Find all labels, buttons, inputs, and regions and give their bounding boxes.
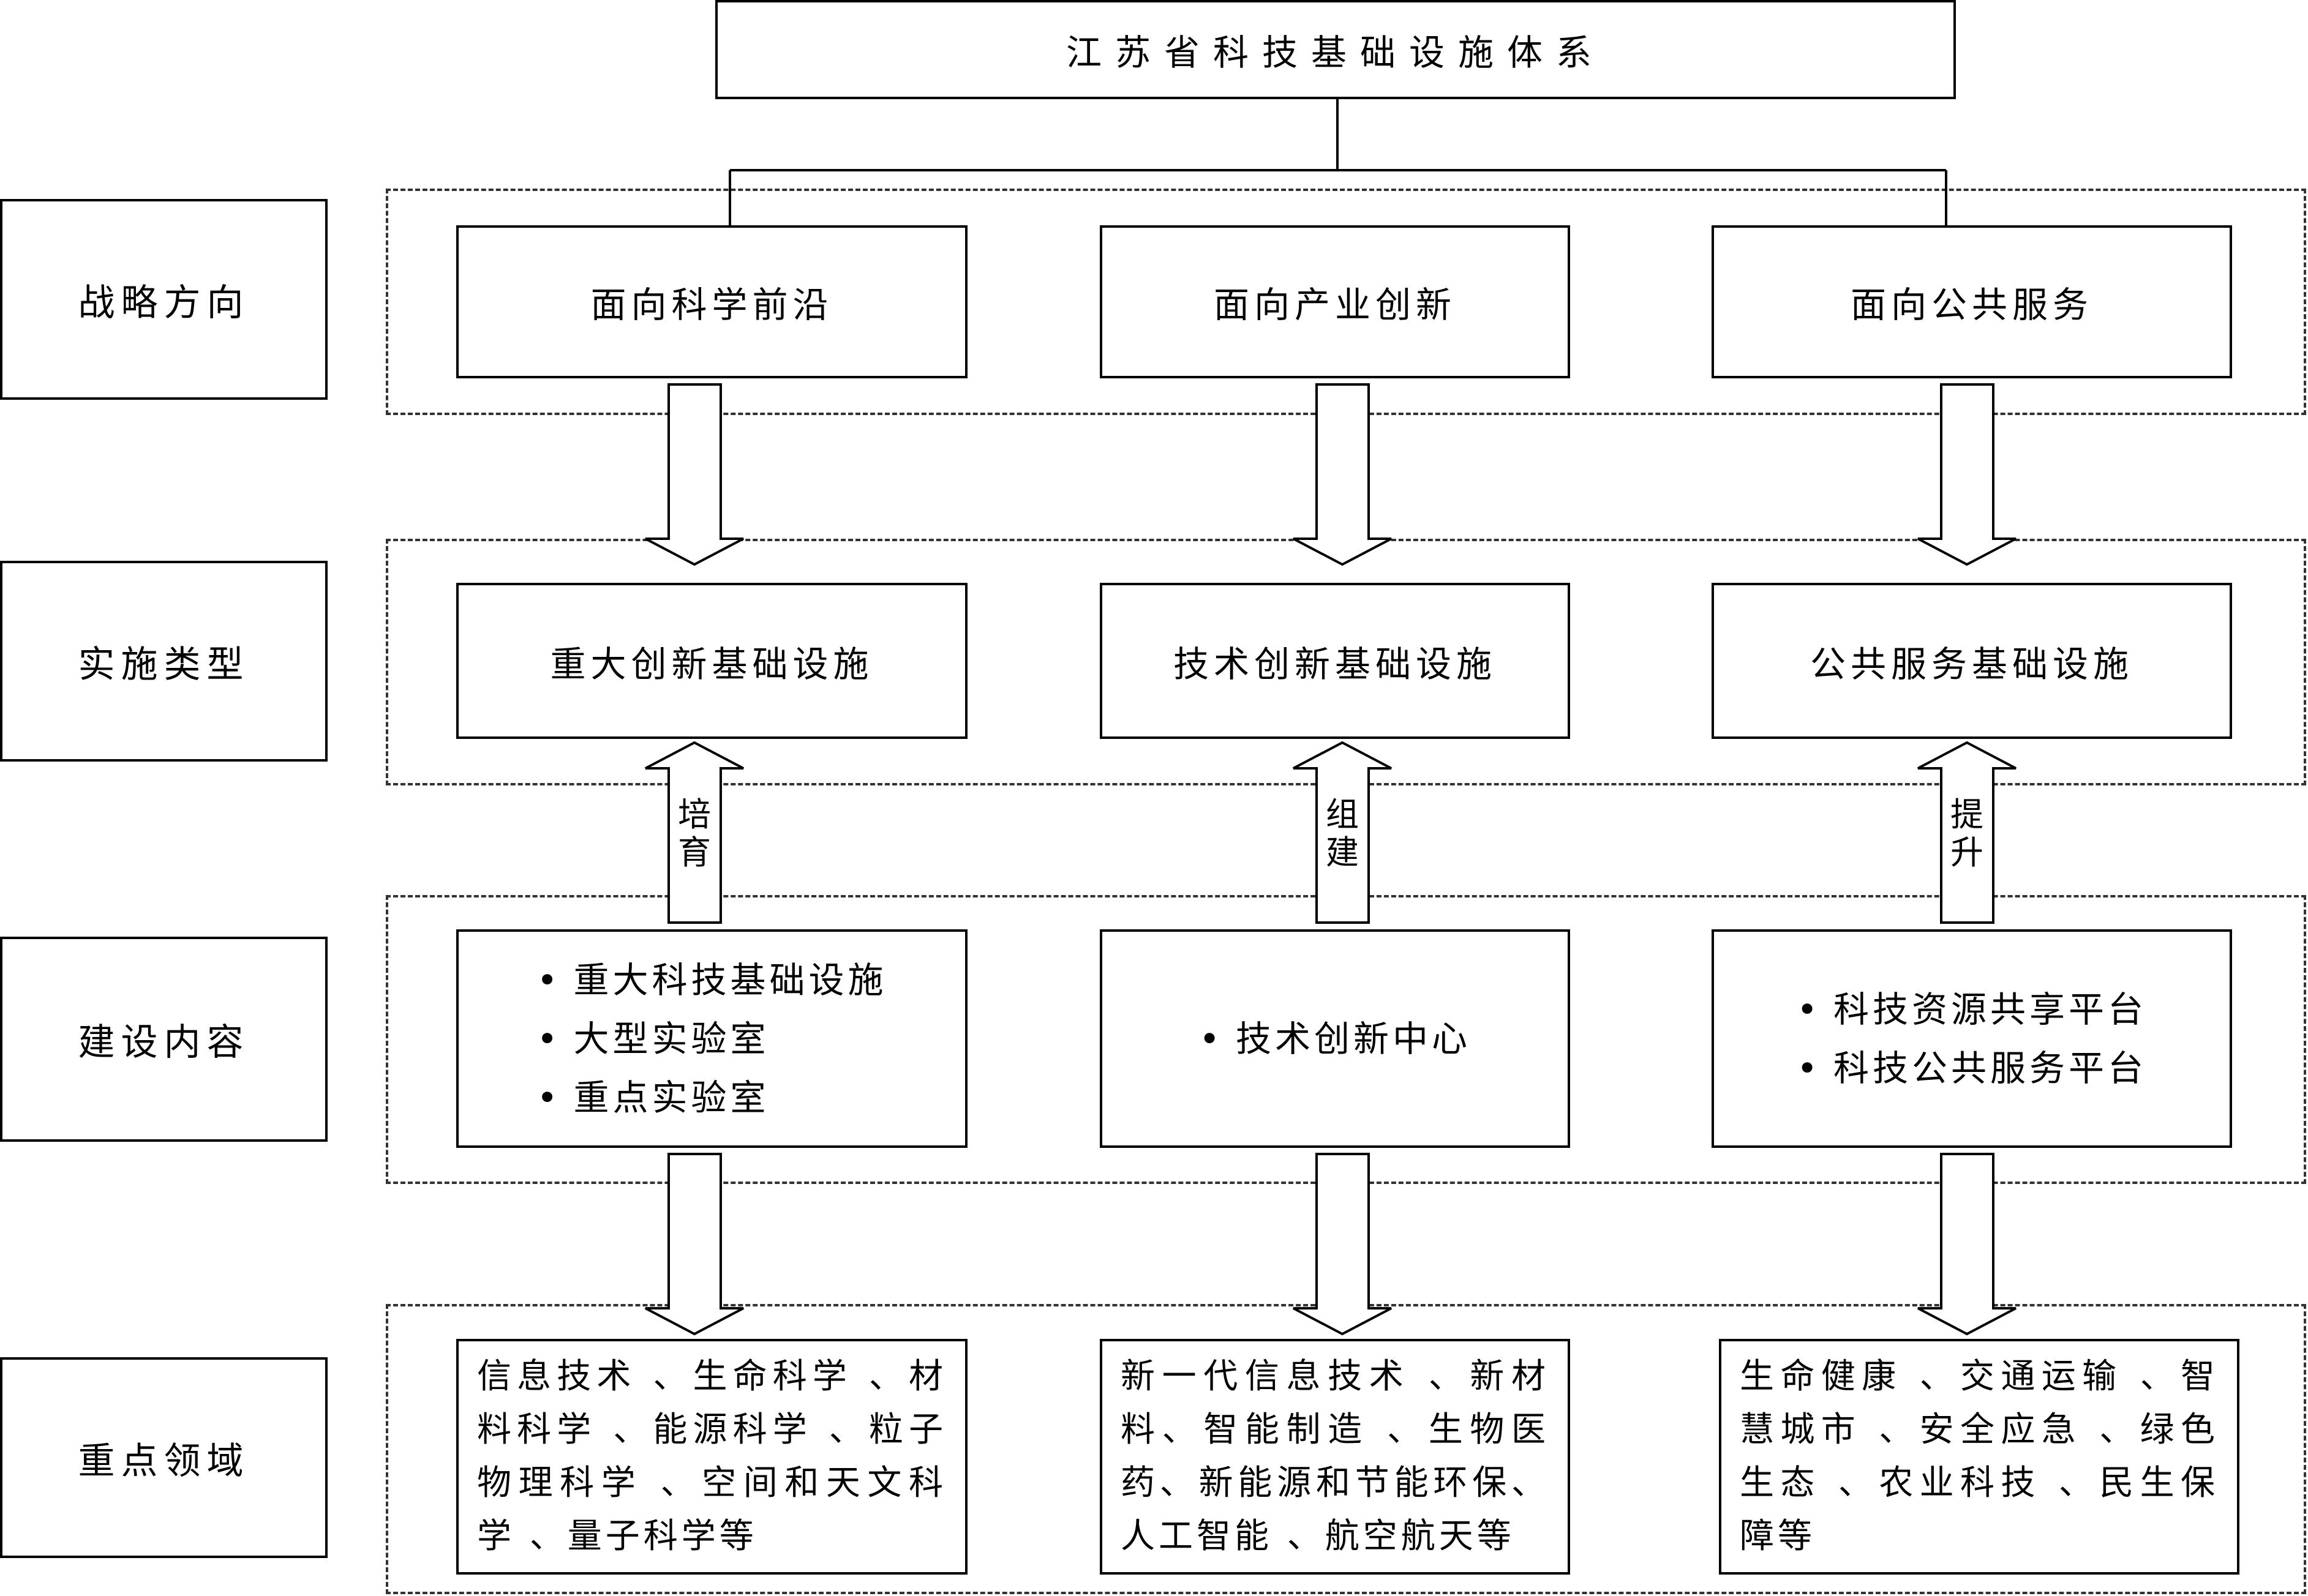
strategy-industrial-innovation: 面向产业创新	[1100, 225, 1570, 378]
row-label-content: 建设内容	[0, 937, 328, 1142]
type-public-service: 公共服务基础设施	[1712, 583, 2232, 739]
type-major-innovation: 重大创新基础设施	[456, 583, 968, 739]
content-tech: 技术创新中心	[1100, 929, 1570, 1148]
row-label-strategy: 战略方向	[0, 199, 328, 400]
type-tech-innovation: 技术创新基础设施	[1100, 583, 1570, 739]
list-item: 大型实验室	[536, 1010, 887, 1068]
strategy-science-frontier: 面向科学前沿	[456, 225, 968, 378]
field-public: 生命健康 、交通运输 、智慧城市 、安全应急 、绿色生态 、农业科技 、民生保障…	[1719, 1339, 2239, 1575]
content-major-list: 重大科技基础设施 大型实验室 重点实验室	[536, 951, 887, 1127]
diagram-title: 江苏省科技基础设施体系	[715, 0, 1956, 99]
list-item: 科技资源共享平台	[1797, 980, 2147, 1039]
arrow-label-upgrade: 提升	[1950, 795, 1983, 872]
field-tech: 新一代信息技术 、新材料、智能制造 、生物医药、新能源和节能环保、人工智能 、航…	[1100, 1339, 1570, 1575]
arrow-label-establish: 组建	[1326, 795, 1359, 872]
field-major: 信息技术 、生命科学 、材料科学 、能源科学 、粒子物理科学 、空间和天文科学 …	[456, 1339, 968, 1575]
content-major: 重大科技基础设施 大型实验室 重点实验室	[456, 929, 968, 1148]
row-label-type: 实施类型	[0, 561, 328, 762]
list-item: 重点实验室	[536, 1068, 887, 1127]
row-label-field: 重点领域	[0, 1357, 328, 1558]
content-public-list: 科技资源共享平台 科技公共服务平台	[1797, 980, 2147, 1098]
list-item: 科技公共服务平台	[1797, 1039, 2147, 1098]
list-item: 重大科技基础设施	[536, 951, 887, 1010]
strategy-public-service: 面向公共服务	[1712, 225, 2232, 378]
content-public: 科技资源共享平台 科技公共服务平台	[1712, 929, 2232, 1148]
arrow-label-cultivate: 培育	[678, 795, 711, 872]
content-tech-list: 技术创新中心	[1199, 1010, 1471, 1068]
list-item: 技术创新中心	[1199, 1010, 1471, 1068]
